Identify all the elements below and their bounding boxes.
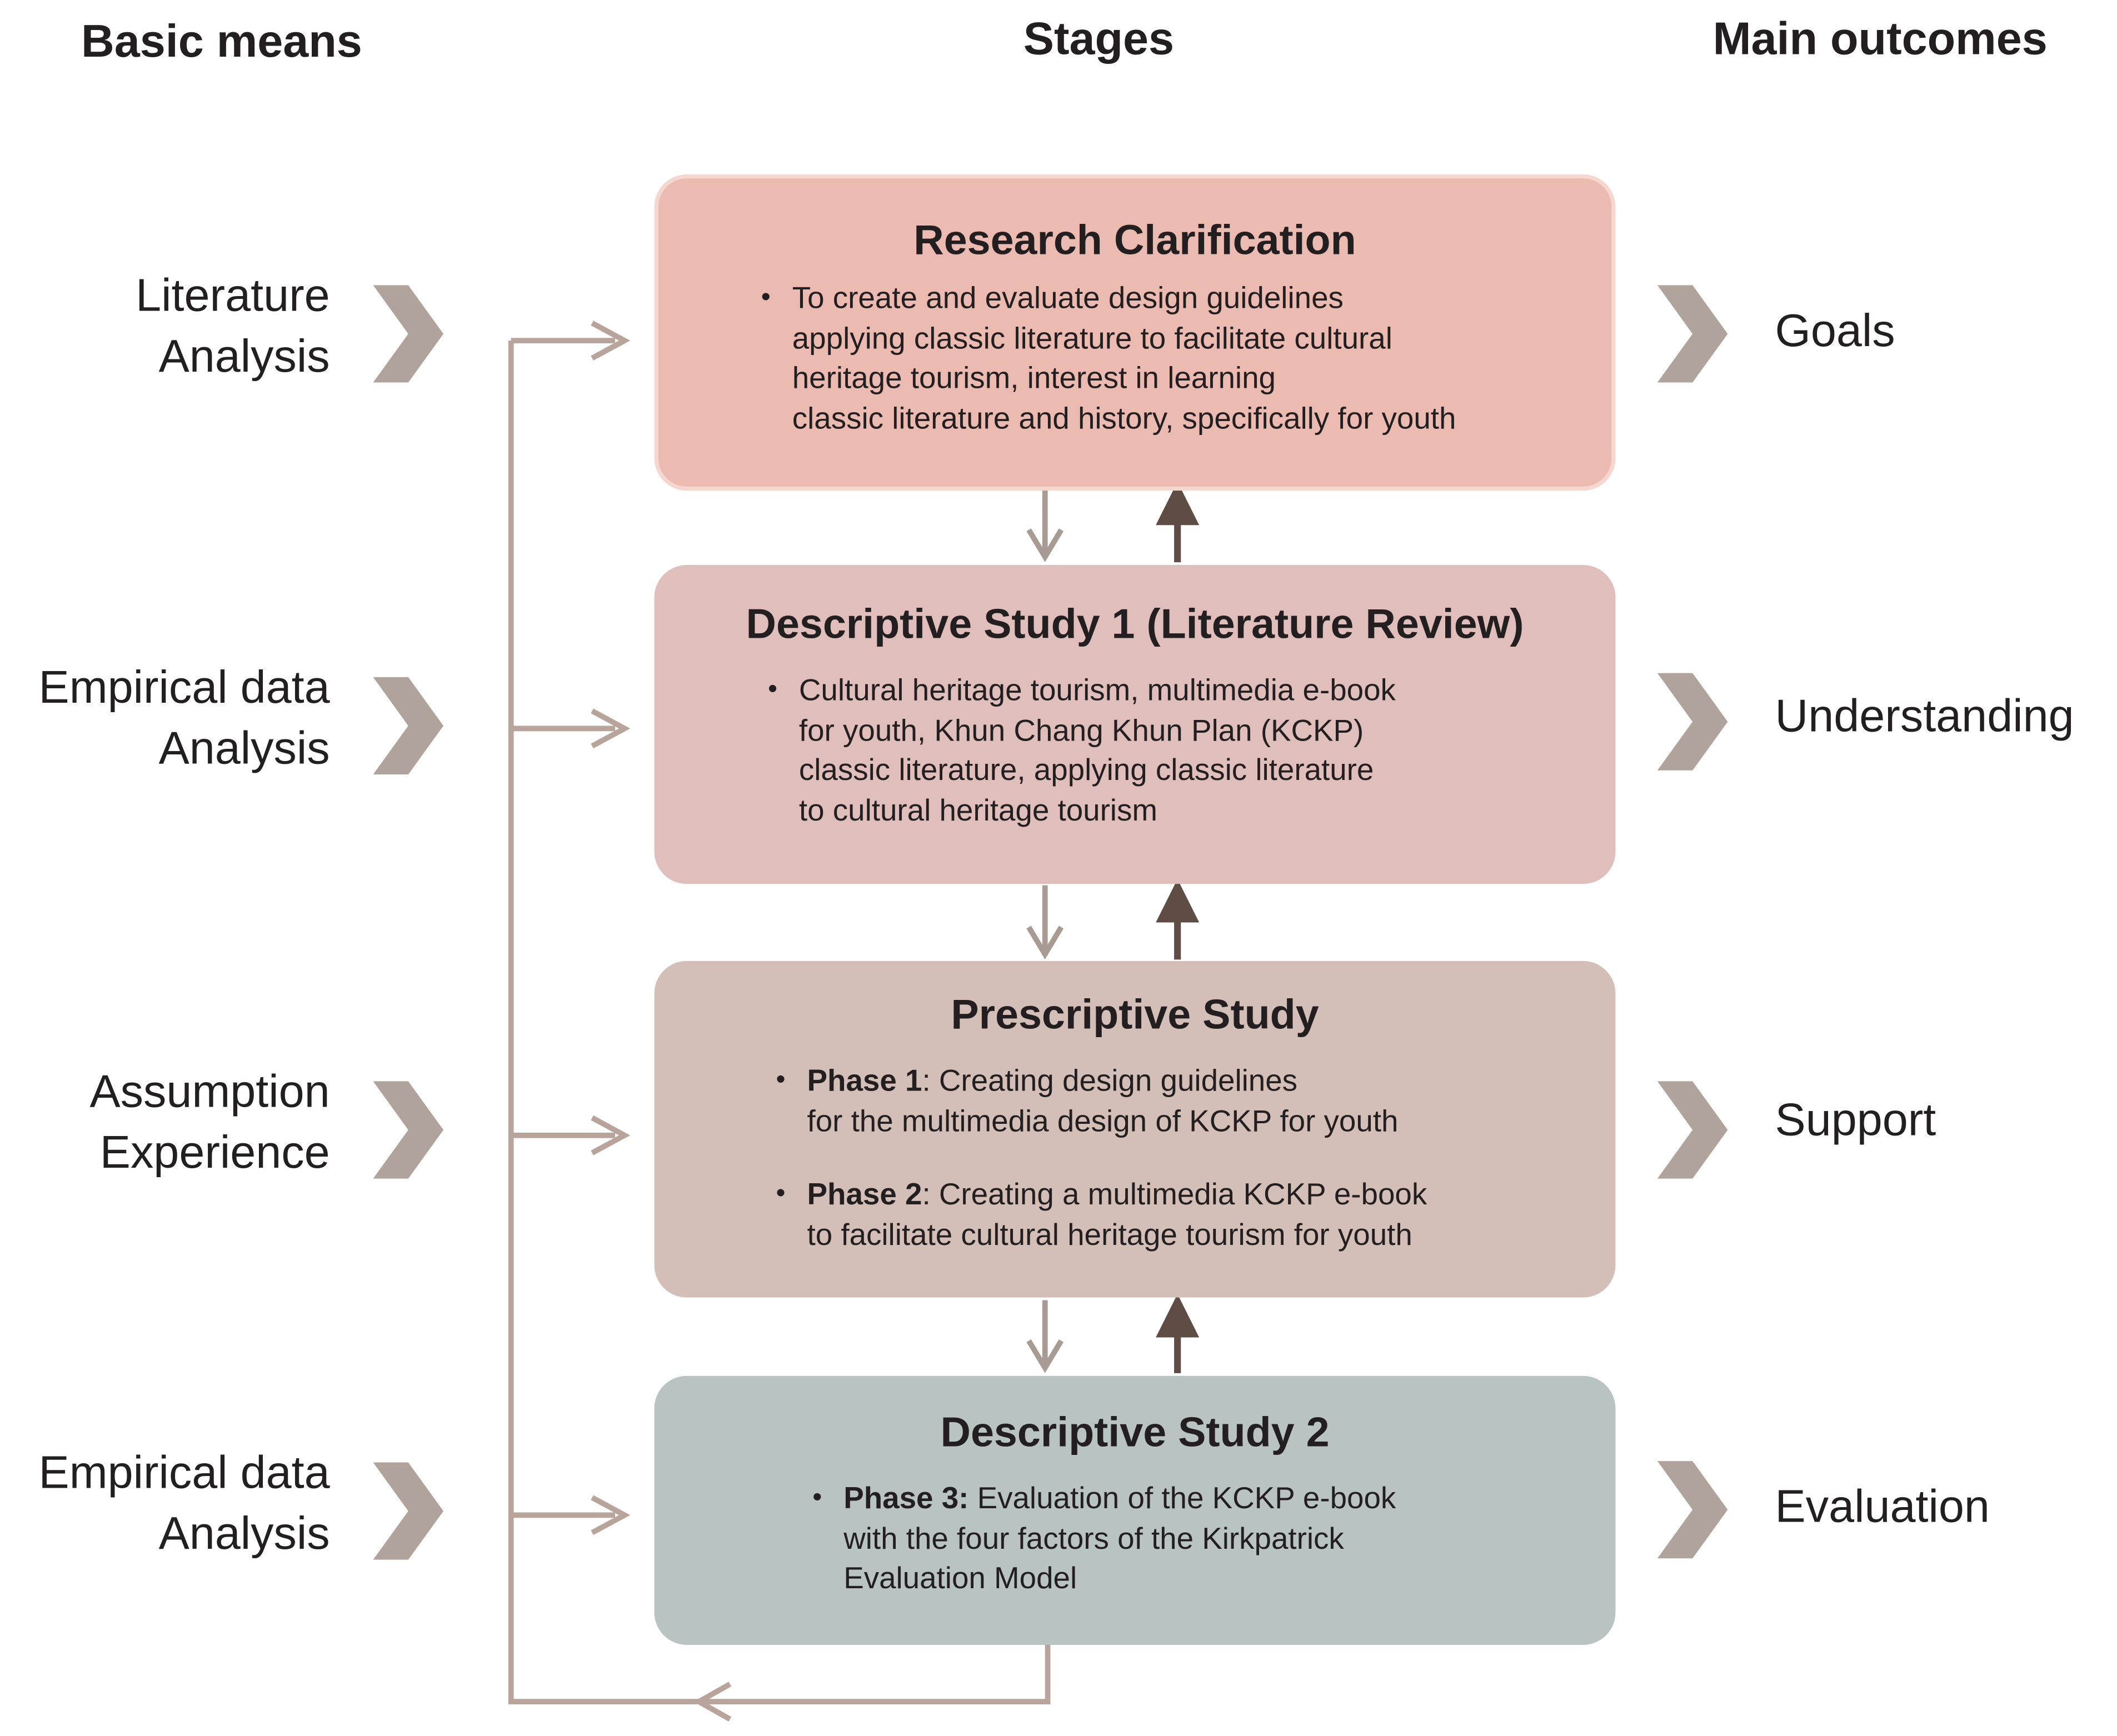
stage-descriptive-study-1: Descriptive Study 1 (Literature Review) … xyxy=(654,564,1616,884)
stage-prescriptive-study: Prescriptive Study Phase 1: Creating des… xyxy=(654,960,1616,1298)
chevron-right-icon xyxy=(373,285,444,383)
chevron-right-icon xyxy=(373,1081,444,1179)
header-main-outcomes: Main outcomes xyxy=(1712,13,2048,65)
bullet-item: Phase 2: Creating a multimedia KCKP e-bo… xyxy=(776,1174,1616,1254)
chevron-right-icon xyxy=(1657,673,1728,771)
stage-descriptive-study-2: Descriptive Study 2 Phase 3: Evaluation … xyxy=(654,1375,1616,1645)
bullet-item: Phase 3: Evaluation of the KCKP e-book w… xyxy=(812,1479,1615,1598)
outcome-understanding: Understanding xyxy=(1775,691,2074,742)
bullet-item: Phase 1: Creating design guidelines for … xyxy=(776,1061,1616,1141)
stage-title: Research Clarification xyxy=(913,216,1356,264)
outcome-support: Support xyxy=(1775,1094,1936,1147)
means-literature-analysis: Literature Analysis xyxy=(136,270,330,383)
stage-bullets: Cultural heritage tourism, multimedia e-… xyxy=(768,671,1615,830)
stage-title: Descriptive Study 2 xyxy=(940,1408,1330,1456)
stage-research-clarification: Research Clarification To create and eva… xyxy=(654,174,1616,491)
chevron-right-icon xyxy=(373,677,444,775)
stage-title: Prescriptive Study xyxy=(951,990,1319,1038)
chevron-right-icon xyxy=(373,1462,444,1560)
stage-bullets: Phase 1: Creating design guidelines for … xyxy=(776,1061,1616,1254)
header-basic-means: Basic means xyxy=(81,16,362,68)
stage-title: Descriptive Study 1 (Literature Review) xyxy=(746,600,1524,648)
bullet-item: To create and evaluate design guidelines… xyxy=(761,278,1611,438)
outcome-goals: Goals xyxy=(1775,305,1895,357)
outcome-evaluation: Evaluation xyxy=(1775,1481,1990,1533)
header-stages: Stages xyxy=(1023,13,1175,65)
stage-bullets: Phase 3: Evaluation of the KCKP e-book w… xyxy=(812,1479,1615,1598)
chevron-right-icon xyxy=(1657,285,1728,383)
chevron-right-icon xyxy=(1657,1461,1728,1559)
chevron-right-icon xyxy=(1657,1081,1728,1179)
means-assumption-experience: Assumption Experience xyxy=(89,1066,330,1179)
means-empirical-data-analysis-2: Empirical data Analysis xyxy=(38,1447,330,1560)
means-empirical-data-analysis-1: Empirical data Analysis xyxy=(38,662,330,775)
bullet-item: Cultural heritage tourism, multimedia e-… xyxy=(768,671,1615,830)
stage-bullets: To create and evaluate design guidelines… xyxy=(761,278,1611,438)
